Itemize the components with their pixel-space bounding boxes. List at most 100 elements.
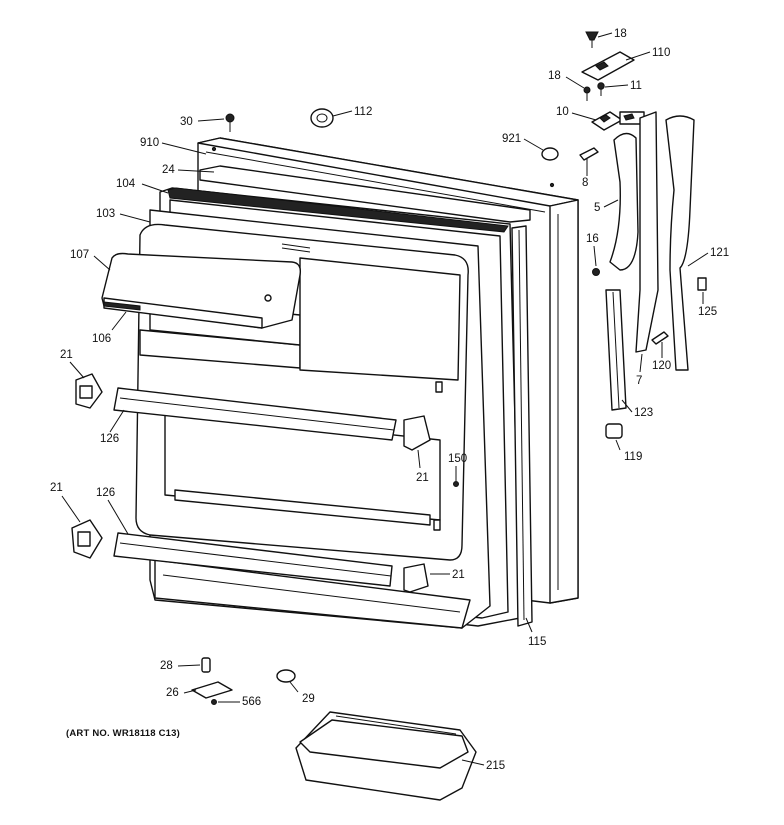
callout-c-8: 8 — [582, 177, 588, 189]
leader-c-18b — [565, 76, 585, 89]
screw-120 — [651, 331, 669, 345]
screw-16 — [592, 268, 600, 276]
callout-c-566: 566 — [242, 696, 261, 708]
shelf-bracket-21-d — [403, 563, 429, 593]
callout-c-7: 7 — [636, 375, 642, 387]
leader-lines — [61, 32, 709, 766]
leader-c-107 — [93, 255, 111, 271]
callout-c-21a: 21 — [60, 349, 73, 361]
leader-c-126a — [109, 409, 125, 433]
leader-c-26 — [183, 689, 197, 694]
callout-c-921: 921 — [502, 133, 521, 145]
callout-c-126b: 126 — [96, 487, 115, 499]
leader-c-21c — [61, 495, 81, 523]
leader-c-110 — [625, 51, 651, 61]
callout-c-21c: 21 — [50, 482, 63, 494]
shelf-bracket-21-a — [75, 373, 103, 409]
callout-c-150: 150 — [448, 453, 467, 465]
callout-c-106: 106 — [92, 333, 111, 345]
bin-215 — [295, 711, 477, 801]
screw-11 — [597, 82, 605, 96]
callout-c-115: 115 — [528, 636, 546, 648]
callout-c-26: 26 — [166, 687, 179, 699]
screw-150 — [453, 481, 459, 487]
screw-566 — [211, 699, 217, 705]
callout-c-24: 24 — [162, 164, 175, 176]
leader-c-29 — [289, 681, 299, 693]
leader-c-123 — [621, 399, 633, 413]
leader-c-106 — [111, 311, 127, 331]
callout-c-10: 10 — [556, 106, 569, 118]
callout-c-5: 5 — [594, 202, 600, 214]
callout-c-910: 910 — [140, 137, 159, 149]
leader-c-103 — [119, 213, 151, 223]
plug-29 — [276, 669, 296, 683]
screw-30 — [225, 113, 235, 132]
shelf-bar-126-upper — [113, 387, 397, 441]
callout-c-30: 30 — [180, 116, 193, 128]
side-strip-115 — [511, 225, 533, 627]
callout-c-215: 215 — [486, 760, 505, 772]
hinge-block-10 — [591, 111, 623, 131]
leader-c-921 — [523, 138, 544, 151]
callout-c-112: 112 — [354, 106, 372, 118]
plug-112 — [310, 108, 334, 128]
shelf-bar-126-lower — [113, 532, 393, 587]
leader-c-11 — [604, 84, 629, 88]
callout-c-16: 16 — [586, 233, 599, 245]
leader-c-28 — [177, 664, 201, 667]
callout-c-120: 120 — [652, 360, 671, 372]
shelf-bracket-21-b — [71, 519, 103, 559]
leader-c-910 — [161, 142, 207, 155]
callout-c-103: 103 — [96, 208, 115, 220]
leader-c-16 — [593, 245, 597, 267]
leader-c-5 — [603, 199, 619, 208]
callout-c-29: 29 — [302, 693, 315, 705]
leader-c-30 — [197, 118, 225, 122]
bracket-26 — [191, 681, 233, 699]
leader-c-10 — [571, 112, 597, 121]
pin-28 — [201, 657, 211, 673]
callout-c-125: 125 — [698, 306, 717, 318]
leader-c-21b — [417, 449, 421, 469]
hinge-cap-110 — [581, 51, 635, 81]
leader-c-126b — [107, 499, 129, 535]
handle-cover-121 — [665, 115, 695, 371]
end-cap-119 — [605, 423, 623, 439]
callout-c-119: 119 — [624, 451, 642, 463]
callout-c-21d: 21 — [452, 569, 465, 581]
dairy-door-107 — [101, 243, 311, 329]
callout-c-28: 28 — [160, 660, 173, 672]
callout-c-123: 123 — [634, 407, 653, 419]
leader-c-104 — [141, 183, 169, 194]
callout-c-121: 121 — [710, 247, 729, 259]
leader-c-119 — [615, 439, 621, 451]
leader-c-112 — [332, 110, 353, 117]
leader-c-7 — [639, 353, 643, 373]
shelf-bracket-21-c — [403, 415, 431, 451]
callout-c-110: 110 — [652, 47, 670, 59]
callout-c-18b: 18 — [548, 70, 561, 82]
leader-c-21a — [69, 361, 85, 379]
screw-18-mid — [583, 86, 591, 101]
handle-trim-7 — [635, 111, 659, 353]
leader-c-115 — [525, 617, 533, 633]
hinge-pin-8 — [579, 147, 599, 161]
leader-c-121 — [687, 252, 709, 267]
handle-5 — [609, 111, 645, 271]
callout-c-21b: 21 — [416, 472, 429, 484]
screw-18-top — [585, 31, 599, 48]
door-trim-24 — [199, 165, 531, 223]
handle-bar-123 — [605, 289, 627, 411]
callout-c-11: 11 — [630, 80, 642, 92]
callout-c-18a: 18 — [614, 28, 627, 40]
plug-921 — [541, 147, 559, 161]
callout-c-104: 104 — [116, 178, 136, 190]
art-number: (ART NO. WR18118 C13) — [66, 728, 180, 739]
callout-c-126a: 126 — [100, 433, 119, 445]
leader-c-18a — [597, 32, 613, 38]
cover-clip-125 — [697, 277, 707, 291]
